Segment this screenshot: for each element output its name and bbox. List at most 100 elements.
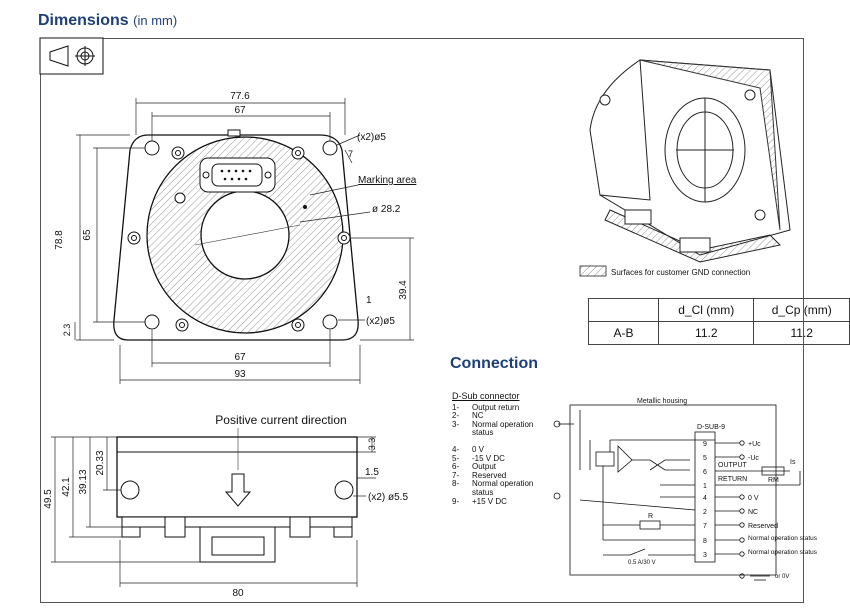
gnd-surface-legend: Surfaces for customer GND connection <box>611 268 750 277</box>
pin-function: Output return <box>472 402 520 412</box>
pin-label: 2 <box>703 509 707 516</box>
list-item: 7- Reserved <box>452 470 533 481</box>
pin-function: Normal operation <box>472 479 534 489</box>
pin-function: status <box>472 487 494 497</box>
label-0v: 0 V <box>748 495 759 502</box>
front-hole-spec-bottom: (x2)ø5 <box>366 316 395 327</box>
pin-function: Output <box>472 462 497 472</box>
side-hole-spec: (x2) ø5.5 <box>368 492 408 503</box>
pin-number: 4- <box>452 444 460 454</box>
list-item: 9- +15 V DC <box>452 496 533 507</box>
label-status-1: Normal operation status <box>748 535 818 542</box>
pin-label: 4 <box>703 495 707 502</box>
list-item: status <box>452 487 533 498</box>
front-label-one: 1 <box>366 295 372 306</box>
front-hole-spec-top: (x2)ø5 <box>357 132 386 143</box>
pin-function: NC <box>472 411 484 421</box>
front-height-bottom: 2.3 <box>62 324 72 337</box>
pin-number: 6- <box>452 462 460 472</box>
pin-lines <box>715 440 790 557</box>
list-item: 2- NC <box>452 412 533 421</box>
pin-label: 3 <box>703 552 707 559</box>
front-view: 77.6 67 (x2)ø5 7 Marking area ø 28.2 78.… <box>54 91 417 384</box>
pin-label: 5 <box>703 455 707 462</box>
side-view: Positive current direction 49.5 42.1 39.… <box>43 413 408 599</box>
schematic <box>553 404 801 581</box>
side-height-1: 49.5 <box>43 489 54 509</box>
front-width-holes-bottom: 67 <box>234 352 246 363</box>
side-height-4: 20.33 <box>95 450 106 475</box>
pin-function: Reserved <box>472 470 507 480</box>
side-height-3: 39.13 <box>78 469 89 494</box>
front-label-7: 7 <box>348 149 353 159</box>
pin-label: 8 <box>703 538 707 545</box>
list-item: 6- Output <box>452 463 533 472</box>
label-rm: RM <box>768 477 779 484</box>
front-width-total-bottom: 93 <box>234 369 246 380</box>
connector-label: D-SUB-9 <box>697 424 725 431</box>
pin-number <box>452 429 472 438</box>
dsub-pinout: D-Sub connector 1- Output return 2- NC 3- N… <box>452 392 533 506</box>
list-item: 8- Normal operation <box>452 480 533 489</box>
pin-label: 7 <box>703 523 707 530</box>
list-item: status <box>452 429 533 438</box>
aperture-diameter: ø 28.2 <box>372 204 401 215</box>
table-header-dcl: d_Cl (mm) <box>658 298 755 322</box>
list-item: 1- Output return <box>452 402 533 413</box>
front-width-holes: 67 <box>234 105 246 116</box>
front-height-holes: 65 <box>82 229 93 241</box>
gnd-surface-swatch <box>579 265 607 277</box>
table-cell-dcl: 11.2 <box>658 321 755 345</box>
pin-label: 6 <box>703 469 707 476</box>
label-neg-uc: -Uc <box>748 455 759 462</box>
front-width-total: 77.6 <box>230 91 250 102</box>
table-header-empty <box>587 298 660 322</box>
table-cell-row-label: A-B <box>587 321 660 345</box>
side-thickness-1: 3.3 <box>367 438 377 451</box>
label-nc: NC <box>748 509 758 516</box>
dsub-header: D-Sub connector <box>452 391 520 401</box>
label-return: RETURN <box>718 476 747 483</box>
dimensions-title: Dimensions (in mm) <box>38 12 177 30</box>
side-thickness-2: 1.5 <box>365 467 379 478</box>
label-status-2: Normal operation status <box>748 549 818 556</box>
side-height-2: 42.1 <box>61 477 72 497</box>
pin-function: +15 V DC <box>472 496 507 506</box>
projection-symbol-icon <box>39 37 104 75</box>
list-item: 5- -15 V DC <box>452 453 533 464</box>
front-height-center: 39.4 <box>398 280 409 300</box>
label-relay: 0.5 A/30 V <box>628 560 656 566</box>
dimension-table: d_Cl (mm) d_Cp (mm) A-B 11.2 11.2 <box>587 298 850 345</box>
pin-number: 3- <box>452 419 460 429</box>
connection-title: Connection <box>450 355 538 372</box>
label-reserved: Reserved <box>748 523 778 530</box>
pin-function: Normal operation <box>472 419 534 429</box>
dimensions-unit: (in mm) <box>133 13 178 28</box>
isometric-view <box>589 59 791 263</box>
front-height-total: 78.8 <box>54 230 65 250</box>
list-item: 4- 0 V <box>452 444 533 455</box>
label-r: R <box>648 513 653 520</box>
housing-label: Metallic housing <box>637 398 687 405</box>
side-width: 80 <box>232 588 244 599</box>
pin-function: -15 V DC <box>472 453 505 463</box>
pin-function: 0 V <box>472 444 485 454</box>
pin-number: 8- <box>452 479 460 489</box>
table-header-dcp: d_Cp (mm) <box>753 298 850 322</box>
pin-number: 9- <box>452 496 460 506</box>
label-gnd: or 0V <box>775 574 789 580</box>
pin-number: 1- <box>452 402 460 412</box>
list-item: 3- Normal operation <box>452 419 534 430</box>
pin-number: 5- <box>452 453 460 463</box>
pin-number: 2- <box>452 411 460 421</box>
marking-area-label: Marking area <box>358 175 417 186</box>
pin-number: 7- <box>452 470 460 480</box>
label-pos-uc: +Uc <box>748 441 761 448</box>
label-output: OUTPUT <box>718 462 748 469</box>
dimensions-title-text: Dimensions <box>38 12 129 29</box>
pin-label: 1 <box>703 483 707 490</box>
table-cell-dcp: 11.2 <box>753 321 850 345</box>
schematic-labels: Metallic housing D-SUB-9 +Uc -Uc OUTPUT … <box>628 398 818 580</box>
connector-pin-numbers: 9 5 6 1 4 2 7 8 3 <box>703 441 707 559</box>
